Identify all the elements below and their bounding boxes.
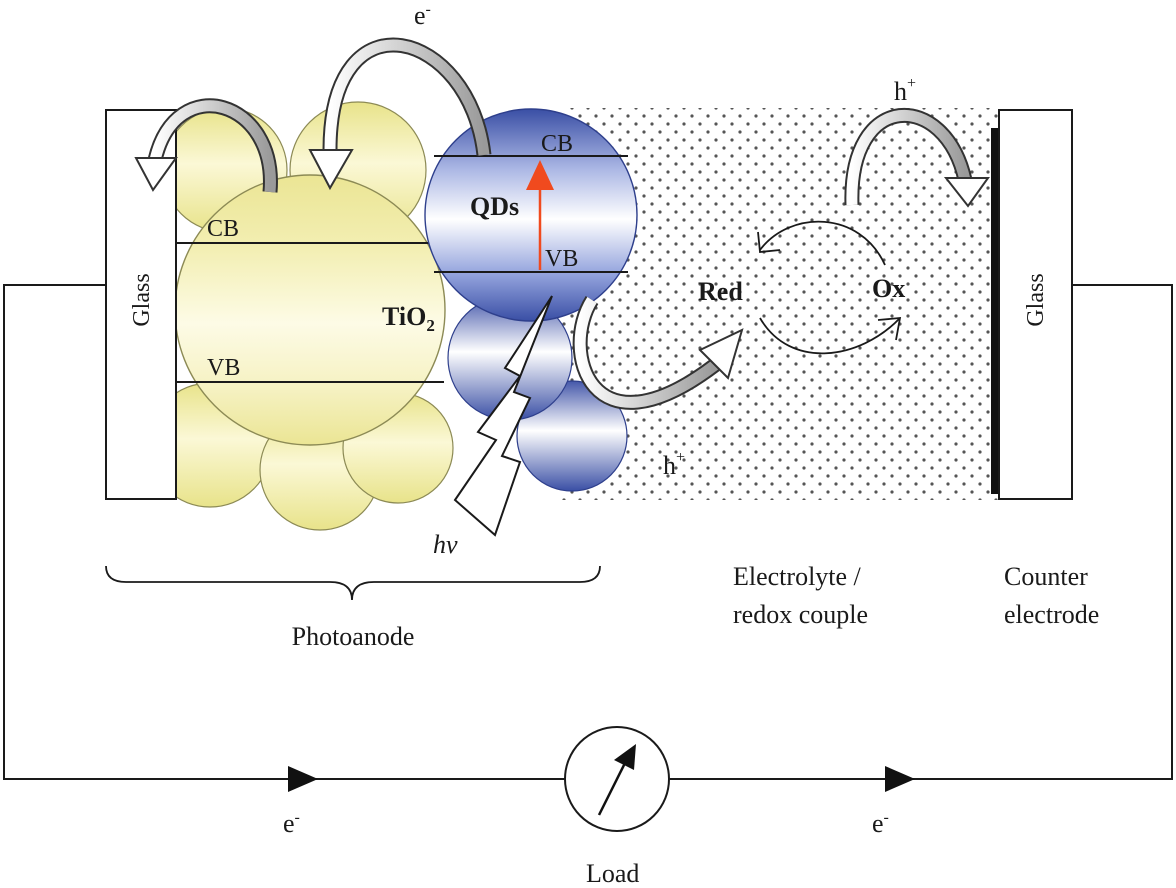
photon-hv-label: hν <box>433 530 458 559</box>
quantum-dot-particle <box>424 108 638 322</box>
quantum-dot-particles <box>447 295 628 492</box>
photoanode-brace <box>105 565 601 601</box>
electron-flow-arrow-right <box>885 766 915 792</box>
tio2-label: TiO2 <box>382 302 435 335</box>
tio2-cb-label: CB <box>207 216 239 242</box>
tio2-vb-label: VB <box>207 355 240 381</box>
electron-transfer-arrow-tio2-glass <box>134 98 278 193</box>
electrolyte-region <box>560 108 1000 500</box>
electron-label-top: e- <box>414 1 431 30</box>
qds-label: QDs <box>470 192 519 221</box>
electron-label-left: e- <box>283 809 300 838</box>
load-label: Load <box>586 859 639 888</box>
counter-electrode-label-line2: electrode <box>1004 600 1099 629</box>
electrolyte-label-line2: redox couple <box>733 600 868 629</box>
electron-label-right: e- <box>872 809 889 838</box>
redox-cycle-arrows <box>757 220 902 355</box>
qd-vb-label: VB <box>545 246 578 272</box>
hole-transfer-arrow-counter-electrode <box>844 108 990 208</box>
hole-label-bottom: h+ <box>663 449 685 480</box>
photoanode-label: Photoanode <box>292 622 415 651</box>
qd-cb-label: CB <box>541 131 573 157</box>
glass-right <box>998 109 1073 500</box>
electron-transfer-arrow-qd-tio2 <box>308 37 492 191</box>
external-circuit <box>3 284 1173 780</box>
photoexcitation-arrowhead <box>526 160 554 190</box>
electrolyte-label-line1: Electrolyte / <box>733 562 862 591</box>
counter-electrode-label-line1: Counter <box>1004 562 1088 591</box>
photon-lightning-icon <box>453 295 553 537</box>
load-meter-icon <box>564 726 670 832</box>
hole-label-top: h+ <box>894 75 916 106</box>
red-label: Red <box>698 277 743 306</box>
counter-electrode-layer <box>991 128 999 494</box>
hole-transfer-arrow-qd-red <box>572 295 744 410</box>
glass-left-label: Glass <box>129 273 155 326</box>
ox-label: Ox <box>872 274 905 303</box>
glass-right-label: Glass <box>1023 273 1049 326</box>
electron-flow-arrow-left <box>288 766 318 792</box>
